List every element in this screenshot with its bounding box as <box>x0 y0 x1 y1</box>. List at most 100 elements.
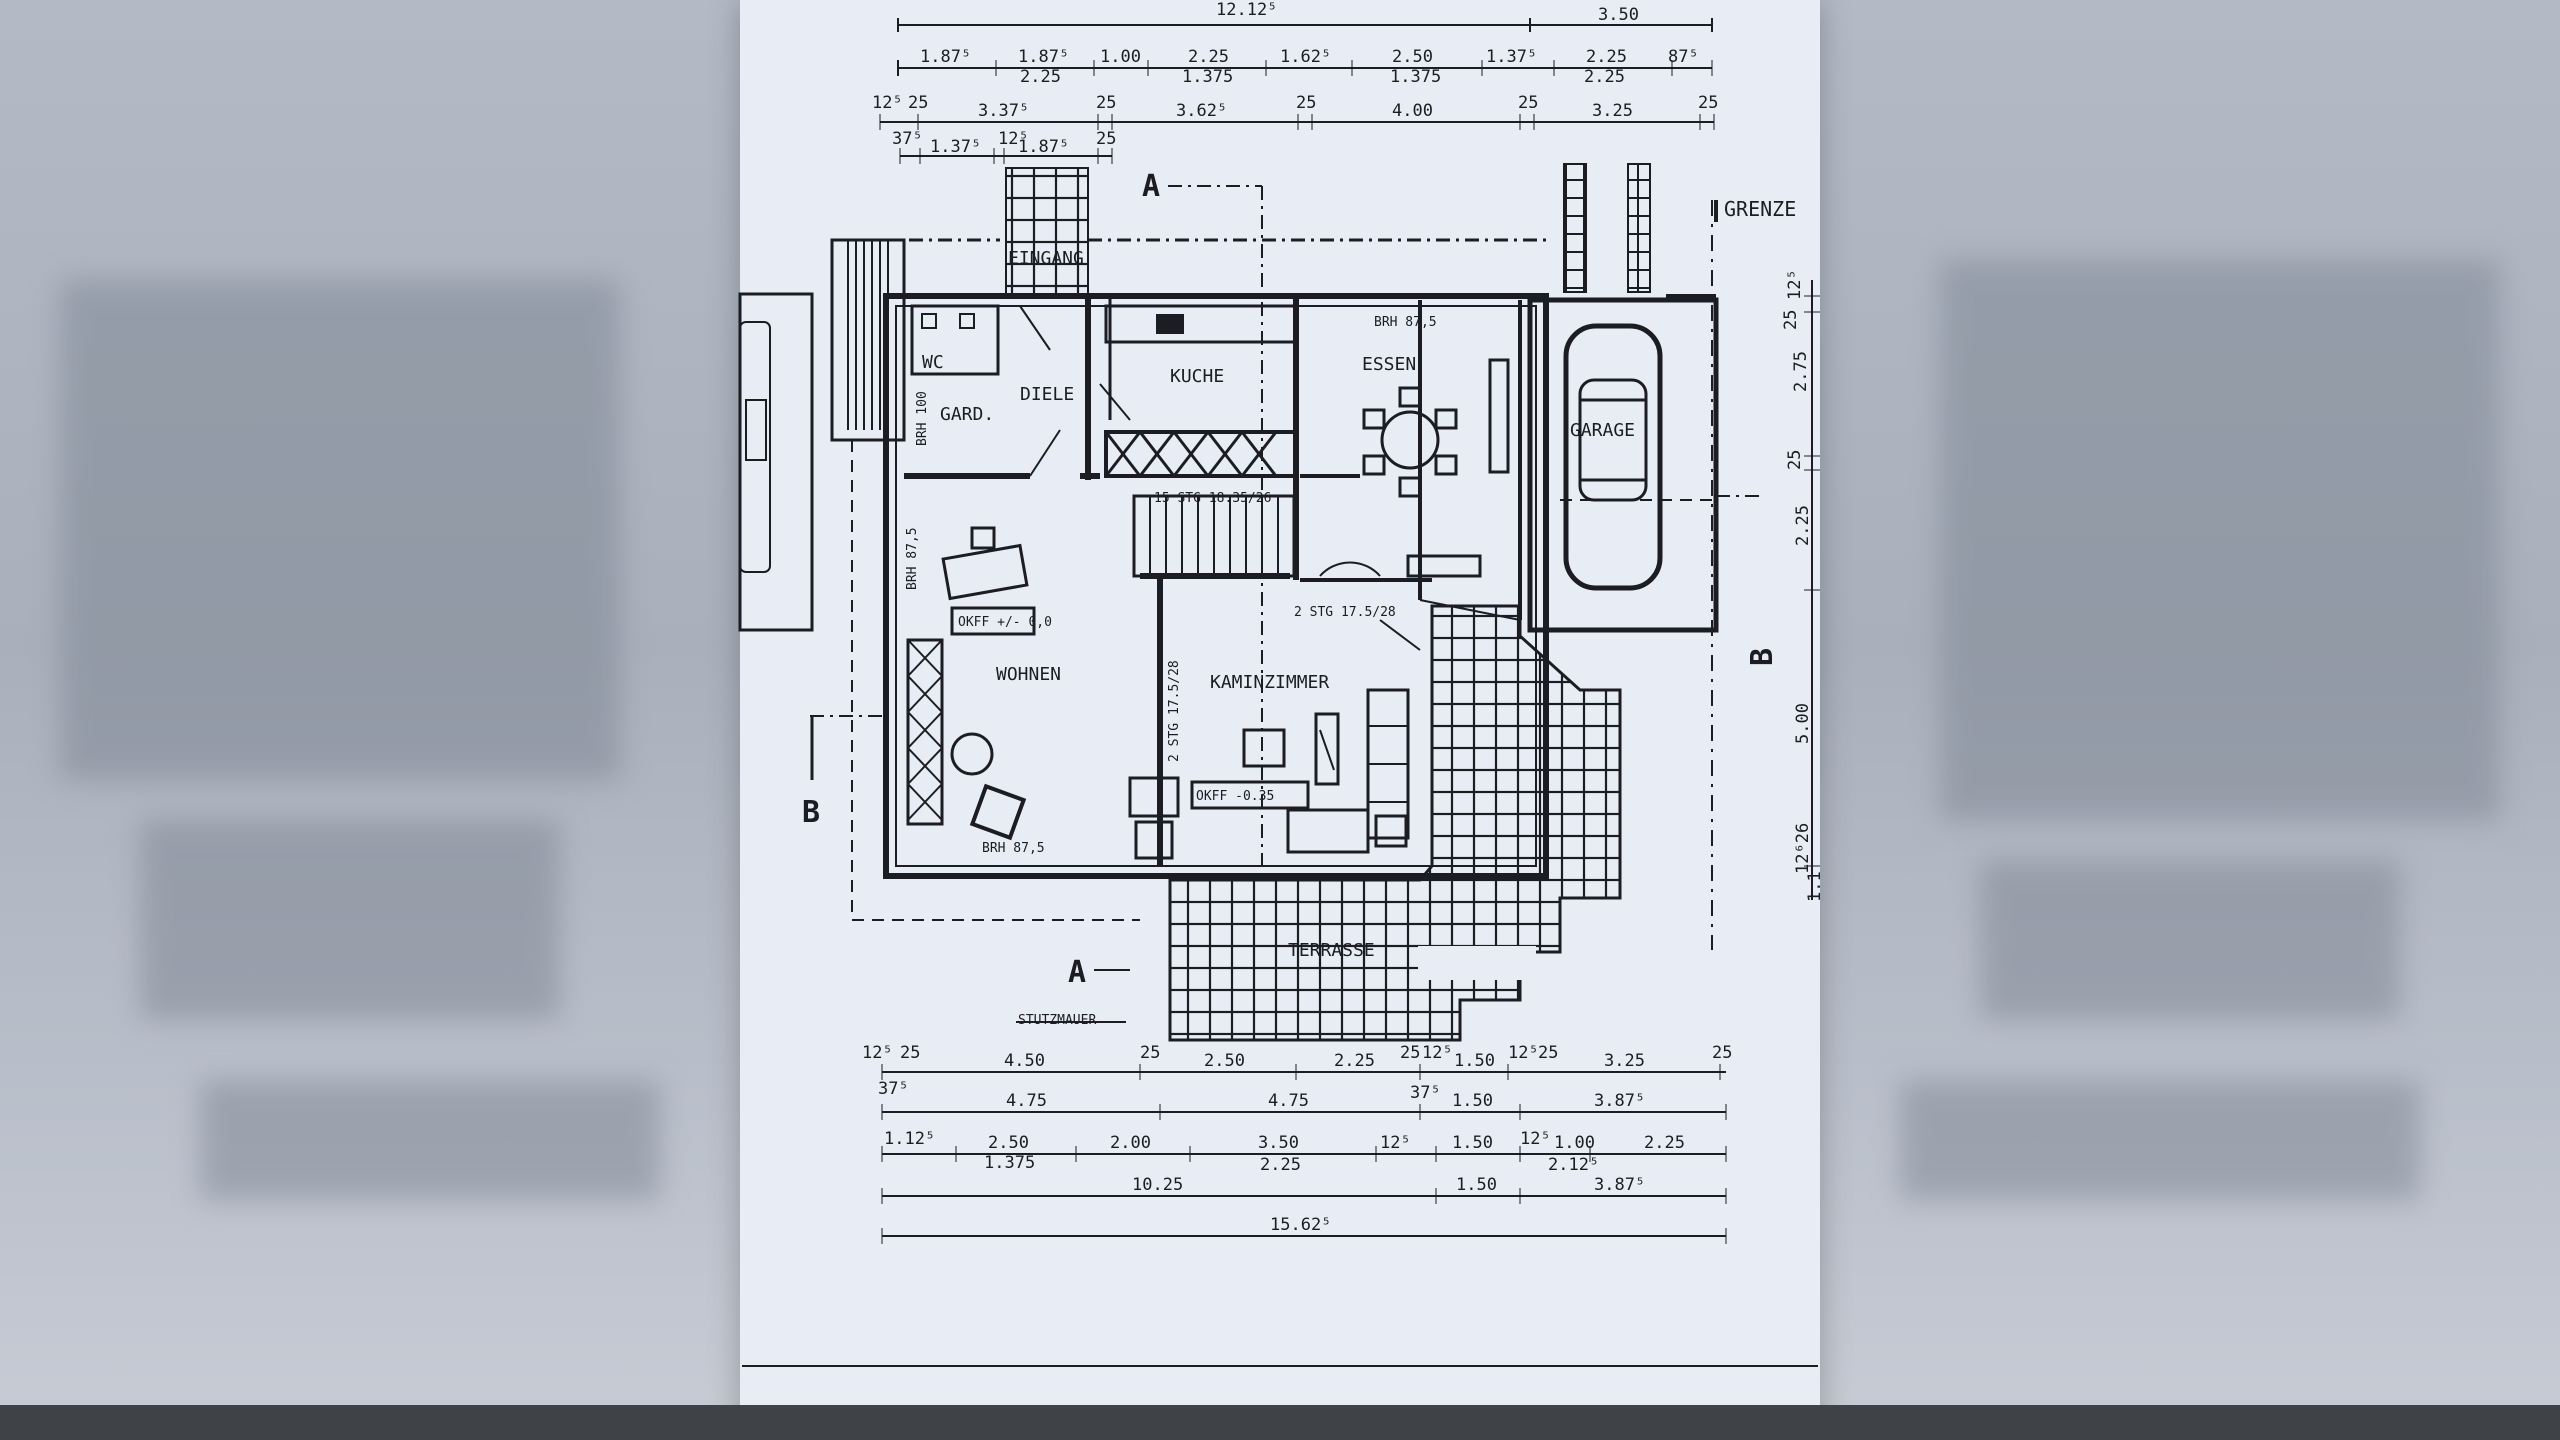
room-label-gard: GARD. <box>940 404 994 425</box>
svg-text:A: A <box>1068 955 1086 990</box>
stutzmauer-label: STUTZMAUER <box>1018 1013 1096 1028</box>
dim-top-row3-8: 3.25 <box>1592 101 1633 121</box>
dim-top-row1-1: 3.50 <box>1598 5 1639 25</box>
dim-top-row3-6: 4.00 <box>1392 101 1433 121</box>
section-marker-b-right: B <box>1716 495 1780 666</box>
outline-dashed-property <box>851 440 1720 921</box>
dim-top-row3-2: 3.37⁵ <box>978 101 1029 121</box>
living-room-furniture: OKFF +/- 0,0 BRH 87,5 BRH 87,5 BRH 100 <box>905 391 1052 856</box>
dim-bottom-row2-4: 1.50 <box>1452 1091 1493 1111</box>
dim-bottom-row2-2: 4.75 <box>1268 1091 1309 1111</box>
bottom-dimension-labels: 12⁵ 25 4.50 25 2.50 2.25 25 12⁵ 1.50 12⁵… <box>862 1043 1732 1235</box>
svg-text:B: B <box>1745 648 1780 666</box>
dim-bottom-row1-11: 3.25 <box>1604 1051 1645 1071</box>
top-dimension-labels: 12.12⁵ 3.50 1.87⁵ 1.87⁵ 1.00 2.25 1.62⁵ … <box>872 0 1718 157</box>
section-marker-a-bottom: A STUTZMAUER <box>1016 955 1130 1028</box>
okff-kamin-label: OKFF -0.35 <box>1196 789 1274 804</box>
right-dimension-lines <box>1804 280 1820 900</box>
dim-right-0: 25 <box>1781 310 1801 330</box>
dim-bottom-row3b-1: 2.25 <box>1260 1155 1301 1175</box>
dim-bottom-row4-0: 10.25 <box>1132 1175 1183 1195</box>
dim-top-row3-5: 25 <box>1296 93 1316 113</box>
right-dimension-labels: 25 12⁵ 2.75 25 2.25 5.00 12⁶26 1.1 <box>1781 269 1825 902</box>
dim-top-row4-4: 25 <box>1096 129 1116 149</box>
entrance-paving: EINGANG <box>1005 167 1089 297</box>
garage-car <box>1563 323 1663 591</box>
fireplace-room-furniture: OKFF -0.35 <box>1128 688 1410 860</box>
dim-right-2: 2.75 <box>1791 351 1811 392</box>
bh-gard-label: BRH 100 <box>915 391 930 446</box>
dim-bottom-row3-4: 12⁵ <box>1380 1133 1411 1153</box>
dim-top-row1-0: 12.12⁵ <box>1216 0 1277 20</box>
dim-bottom-row2-1: 4.75 <box>1006 1091 1047 1111</box>
okff-wohnen-label: OKFF +/- 0,0 <box>958 615 1052 630</box>
grenze-label: GRENZE <box>1724 197 1796 221</box>
dim-top-row2b-2: 1.375 <box>1390 67 1441 87</box>
dim-top-row2-0: 1.87⁵ <box>920 47 971 67</box>
dim-bottom-row3-3: 3.50 <box>1258 1133 1299 1153</box>
dim-right-1: 12⁵ <box>1785 269 1805 300</box>
dim-top-row2-1: 1.87⁵ <box>1018 47 1069 67</box>
dim-top-row4-2: 12⁵ <box>998 129 1029 149</box>
blurred-background-right <box>1820 0 2560 1440</box>
dim-bottom-row3-1: 2.50 <box>988 1133 1029 1153</box>
dim-bottom-row1-0: 12⁵ <box>862 1043 893 1063</box>
dim-top-row3-7: 25 <box>1518 93 1538 113</box>
dim-bottom-row1-8: 1.50 <box>1454 1051 1495 1071</box>
dim-bottom-row3-2: 2.00 <box>1110 1133 1151 1153</box>
dim-top-row2-8: 87⁵ <box>1668 47 1699 67</box>
dim-top-row3-9: 25 <box>1698 93 1718 113</box>
room-label-essen: ESSEN <box>1362 354 1416 375</box>
bh-wohnen-bottom-label: BRH 87,5 <box>982 841 1045 856</box>
kitchen-fixtures <box>1104 304 1298 478</box>
grenze-line: GRENZE <box>1711 197 1796 950</box>
dim-top-row2-6: 1.37⁵ <box>1486 47 1537 67</box>
dim-bottom-row2-5: 3.87⁵ <box>1594 1091 1645 1111</box>
internal-stair: 15 STG 18.35/26 2 STG 17.5/28 2 STG 17.5… <box>1132 491 1396 762</box>
dim-right-4: 2.25 <box>1793 505 1813 546</box>
wc-fixtures: WC <box>910 304 1000 376</box>
dim-bottom-row1-7: 12⁵ <box>1422 1043 1453 1063</box>
dim-top-row2-3: 2.25 <box>1188 47 1229 67</box>
dim-top-row4-0: 37⁵ <box>892 129 923 149</box>
dim-bottom-row3-0: 1.12⁵ <box>884 1129 935 1149</box>
room-labels: GARD. DIELE KUCHE ESSEN GARAGE WOHNEN KA… <box>940 354 1635 693</box>
room-label-terrasse: TERRASSE <box>1288 940 1375 961</box>
dining-table-chairs: BRH 87,5 <box>1362 315 1510 578</box>
dim-top-row2b-3: 2.25 <box>1584 67 1625 87</box>
dim-bottom-row3-7: 1.00 <box>1554 1133 1595 1153</box>
dim-bottom-row2-0: 37⁵ <box>878 1079 909 1099</box>
dim-bottom-row1-5: 2.25 <box>1334 1051 1375 1071</box>
bottom-dimension-lines <box>881 1064 1727 1244</box>
garage-parking-stripes <box>1563 163 1651 293</box>
table-edge <box>0 1405 2560 1440</box>
dim-top-row2b-1: 1.375 <box>1182 67 1233 87</box>
blurred-background-left <box>0 0 740 1440</box>
top-dimension-lines <box>879 18 1715 164</box>
stair-label-vertical: 2 STG 17.5/28 <box>1167 660 1182 762</box>
dim-bottom-row1-12: 25 <box>1712 1043 1732 1063</box>
room-label-garage: GARAGE <box>1570 420 1635 441</box>
section-marker-a-top: A <box>1142 169 1263 880</box>
room-label-diele: DIELE <box>1020 384 1074 405</box>
section-marker-b-left: B <box>802 715 886 830</box>
dim-bottom-row1-4: 2.50 <box>1204 1051 1245 1071</box>
dim-bottom-row1-2: 4.50 <box>1004 1051 1045 1071</box>
dim-top-row4-3: 1.87⁵ <box>1018 137 1069 157</box>
dim-bottom-row3-8: 2.25 <box>1644 1133 1685 1153</box>
terrace-paving: TERRASSE <box>1168 604 1622 1042</box>
room-label-kuche: KUCHE <box>1170 366 1224 387</box>
room-label-kaminzimmer: KAMINZIMMER <box>1210 672 1329 693</box>
bh-essen-label: BRH 87,5 <box>1374 315 1437 330</box>
dim-bottom-row2-3: 37⁵ <box>1410 1083 1441 1103</box>
left-neighbor-garage <box>738 292 814 632</box>
door-swings <box>1019 305 1421 651</box>
dim-top-row3-0: 12⁵ <box>872 93 903 113</box>
dim-bottom-row3b-2: 2.12⁵ <box>1548 1155 1599 1175</box>
bh-wohnen-left-label: BRH 87,5 <box>905 527 920 590</box>
svg-text:A: A <box>1142 169 1160 204</box>
dim-top-row2-4: 1.62⁵ <box>1280 47 1331 67</box>
dim-top-row4-1: 1.37⁵ <box>930 137 981 157</box>
